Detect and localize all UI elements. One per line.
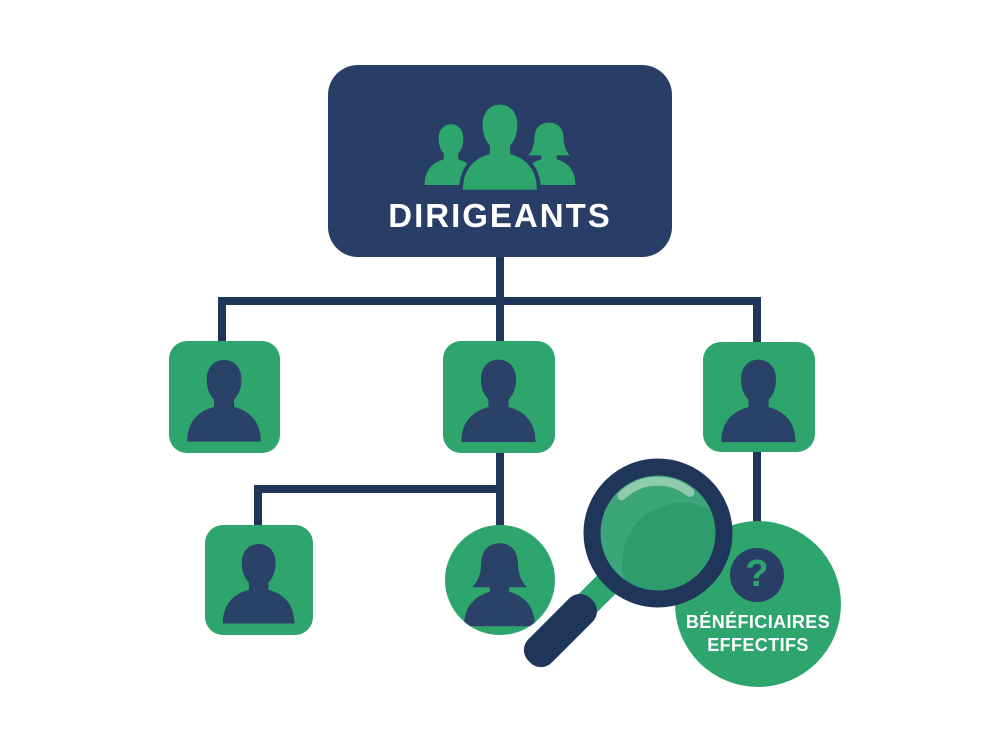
person-node-middle	[443, 341, 555, 453]
lens-shade	[622, 503, 716, 591]
question-mark-icon: ?	[730, 548, 784, 602]
person-icon	[187, 360, 262, 443]
beneficiaires-label: BÉNÉFICIAIRES EFFECTIFS	[675, 611, 841, 657]
magnifying-glass-icon	[523, 458, 733, 668]
person-node-sub-left	[205, 525, 313, 635]
lens-highlight	[617, 476, 695, 501]
beneficiaires-label-line2: EFFECTIFS	[707, 635, 809, 655]
beneficiaires-label-line1: BÉNÉFICIAIRES	[685, 612, 831, 632]
person-node-right	[703, 342, 815, 452]
dirigeants-label: DIRIGEANTS	[388, 197, 612, 234]
people-group-icon	[421, 100, 579, 194]
person-node-left	[169, 341, 280, 453]
magnifier-handle	[523, 594, 597, 668]
person-icon	[461, 360, 537, 443]
magnifier-rim	[583, 458, 733, 608]
person-node-female	[445, 525, 555, 635]
person-icon	[223, 544, 295, 624]
question-mark-glyph: ?	[745, 553, 769, 595]
dirigeants-node: DIRIGEANTS	[328, 65, 672, 257]
person-female-icon	[464, 542, 536, 626]
person-icon	[721, 360, 797, 443]
